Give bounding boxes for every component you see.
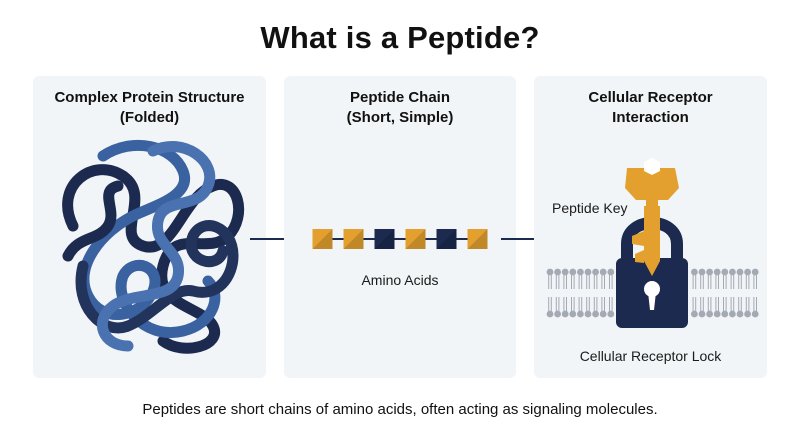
phospholipid [592, 297, 599, 318]
phospholipid [729, 268, 736, 289]
phospholipid [744, 268, 751, 289]
phospholipid [713, 268, 721, 289]
panel-title-line: Cellular Receptor [588, 89, 713, 106]
panel-receptor-interaction: Cellular Receptor Interaction Peptide Ke… [534, 76, 767, 378]
phospholipid [569, 297, 577, 318]
phospholipid [698, 297, 706, 318]
amino-acid-block [343, 229, 364, 249]
phospholipid [706, 268, 713, 289]
phospholipid [729, 297, 736, 318]
amino-acid-chain [312, 229, 488, 249]
panel-title-line: Complex Protein Structure [54, 89, 245, 106]
panel-title-line: (Folded) [119, 109, 180, 126]
phospholipid [546, 297, 554, 318]
phospholipid [607, 297, 615, 318]
panel-title-line: (Short, Simple) [346, 109, 454, 126]
phospholipid [584, 268, 592, 289]
phospholipid [713, 297, 721, 318]
amino-acid-block [467, 229, 488, 249]
protein-strand-dark [62, 180, 124, 262]
phospholipid [554, 268, 561, 289]
protein-strand-dark [75, 220, 239, 334]
amino-acid-block [405, 229, 426, 249]
phospholipid [592, 268, 599, 289]
panel-title-protein: Complex Protein Structure (Folded) [33, 88, 266, 128]
phospholipid [599, 297, 607, 318]
panel-title-line: Peptide Chain [349, 89, 450, 106]
phospholipid [546, 268, 554, 289]
panel-title-line: Interaction [612, 109, 689, 126]
phospholipid [577, 297, 584, 318]
amino-acid-block [312, 229, 333, 249]
panel-title-receptor: Cellular Receptor Interaction [534, 88, 767, 128]
phospholipid [698, 268, 706, 289]
panel-protein-structure: Complex Protein Structure (Folded) [33, 76, 266, 378]
receptor-lock-label: Cellular Receptor Lock [579, 348, 722, 364]
peptide-key-label: Peptide Key [552, 200, 628, 216]
phospholipid [561, 297, 569, 318]
phospholipid [561, 268, 569, 289]
panel-title-peptide: Peptide Chain (Short, Simple) [284, 88, 516, 128]
protein-strand-blue [96, 141, 216, 352]
phospholipid [721, 297, 729, 318]
key-icon [625, 158, 679, 276]
phospholipid [569, 268, 577, 289]
phospholipid [721, 268, 729, 289]
amino-acid-block [436, 229, 457, 249]
phospholipid [751, 297, 759, 318]
phospholipid [599, 268, 607, 289]
phospholipid [691, 268, 698, 289]
amino-acids-label: Amino Acids [361, 272, 439, 288]
folded-protein-illustration [62, 139, 245, 354]
phospholipid [706, 297, 713, 318]
cell-membrane-illustration [546, 268, 759, 318]
phospholipid [736, 297, 744, 318]
protein-strand-blue [78, 139, 221, 339]
caption: Peptides are short chains of amino acids… [142, 401, 658, 418]
phospholipid [736, 268, 744, 289]
phospholipid [554, 297, 561, 318]
phospholipid [607, 268, 615, 289]
amino-acid-block [374, 229, 395, 249]
panel-peptide-chain: Peptide Chain (Short, Simple) Amino Acid… [284, 76, 516, 378]
phospholipid [691, 297, 698, 318]
phospholipid [751, 268, 759, 289]
phospholipid [584, 297, 592, 318]
page-title: What is a Peptide? [260, 20, 540, 55]
phospholipid [744, 297, 751, 318]
phospholipid [577, 268, 584, 289]
